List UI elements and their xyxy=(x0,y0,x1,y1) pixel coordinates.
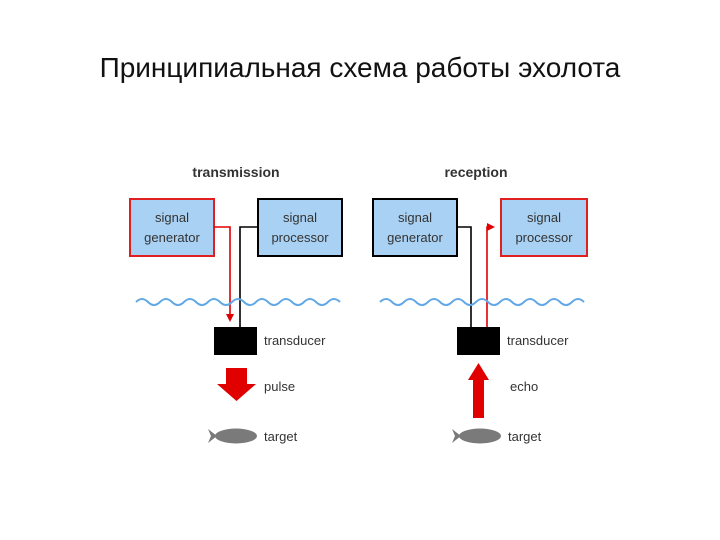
reception-target-label: target xyxy=(508,429,542,444)
transmission-fish-icon xyxy=(208,428,257,444)
reception-processor-label-line1: signal xyxy=(527,210,561,225)
slide-title: Принципиальная схема работы эхолота xyxy=(99,52,621,83)
reception-processor-label-line2: processor xyxy=(515,230,573,245)
reception-heading: reception xyxy=(444,164,507,180)
transmission-heading: transmission xyxy=(192,164,279,180)
transmission-generator-label-line1: signal xyxy=(155,210,189,225)
reception-transducer xyxy=(457,327,500,355)
reception-signal-processor-box: signal processor xyxy=(500,198,588,257)
reception-fish-icon xyxy=(452,428,501,444)
transmission-pulse-arrow xyxy=(217,368,256,401)
transmission-processor-label-line2: processor xyxy=(271,230,329,245)
reception-panel: reception signal generator signal proces… xyxy=(372,164,588,444)
transmission-processor-wire xyxy=(239,226,258,327)
transmission-signal-generator-box: signal generator xyxy=(129,198,215,257)
reception-processor-signal-line xyxy=(486,223,495,327)
transmission-generator-signal-line xyxy=(214,226,234,322)
reception-generator-wire xyxy=(457,226,472,327)
transmission-signal-processor-box: signal processor xyxy=(257,198,343,257)
reception-generator-label-line2: generator xyxy=(387,230,443,245)
reception-generator-label-line1: signal xyxy=(398,210,432,225)
reception-echo-label: echo xyxy=(510,379,538,394)
transmission-pulse-label: pulse xyxy=(264,379,295,394)
transmission-panel: transmission signal generator signal pro… xyxy=(129,164,343,444)
reception-water-surface xyxy=(379,298,585,306)
transmission-processor-label-line1: signal xyxy=(283,210,317,225)
reception-echo-arrow xyxy=(468,363,489,418)
transmission-water-surface xyxy=(135,298,341,306)
reception-signal-generator-box: signal generator xyxy=(372,198,458,257)
transmission-transducer-label: transducer xyxy=(264,333,326,348)
transmission-generator-label-line2: generator xyxy=(144,230,200,245)
transmission-target-label: target xyxy=(264,429,298,444)
reception-transducer-label: transducer xyxy=(507,333,569,348)
transmission-transducer xyxy=(214,327,257,355)
